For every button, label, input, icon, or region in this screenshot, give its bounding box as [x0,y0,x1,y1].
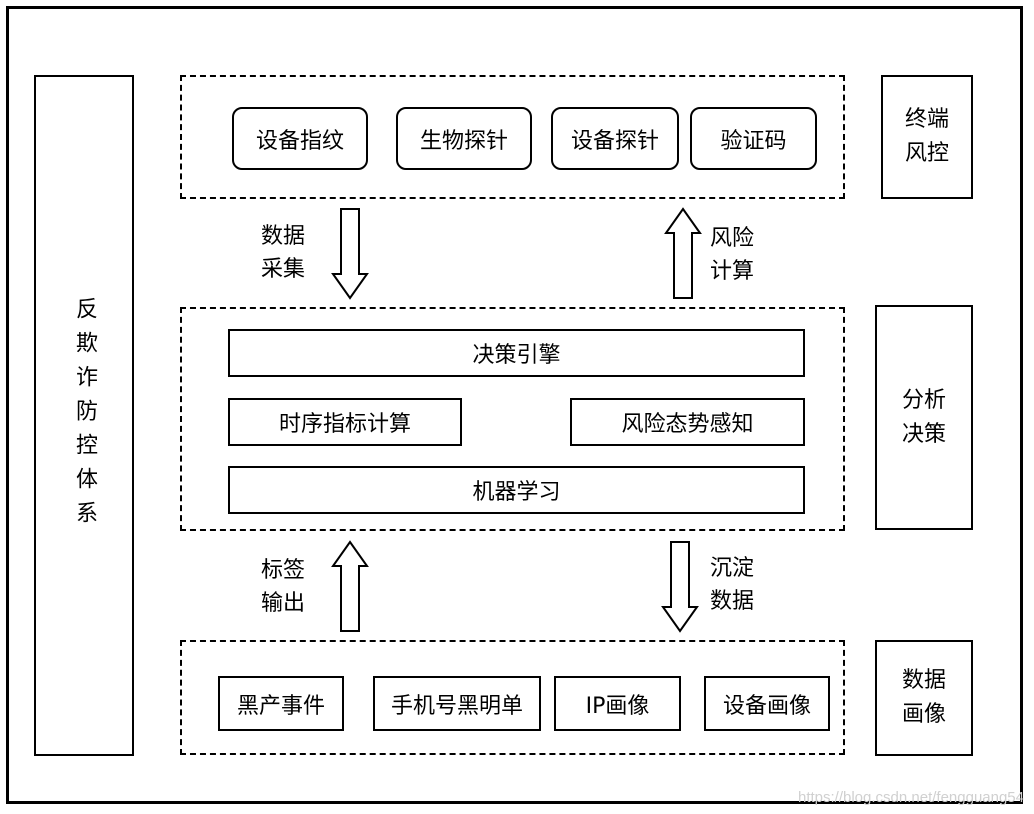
data-item-phone-blacklist: 手机号黑明单 [373,676,541,731]
terminal-item-device-probe: 设备探针 [551,107,679,170]
flow-label-data-settle: 沉淀 数据 [710,556,755,614]
down-arrow-data-collection [331,208,369,300]
risk-awareness-box: 风险态势感知 [570,398,805,446]
data-group [180,640,845,755]
data-layer-label: 数据 画像 [875,640,973,756]
data-item-black-events: 黑产事件 [218,676,344,731]
analysis-group [180,307,845,531]
terminal-layer-label: 终端 风控 [881,75,973,199]
timeseries-metric-box: 时序指标计算 [228,398,462,446]
decision-engine-box: 决策引擎 [228,329,805,377]
watermark: https://blog.csdn.net/fengguang54 [797,789,1024,806]
data-item-ip-profile: IP画像 [554,676,681,731]
data-item-device-profile: 设备画像 [704,676,830,731]
system-label: 反欺诈防控体系 [72,296,97,535]
system-label-box: 反欺诈防控体系 [34,75,134,756]
flow-label-data-collection: 数据 采集 [261,224,306,282]
terminal-item-bio-probe: 生物探针 [396,107,532,170]
analysis-layer-label: 分析 决策 [875,305,973,530]
terminal-item-captcha: 验证码 [690,107,817,170]
flow-label-label-output: 标签 输出 [261,558,306,616]
up-arrow-label-output [331,540,369,632]
terminal-group [180,75,845,199]
terminal-item-device-fingerprint: 设备指纹 [232,107,368,170]
outer-frame [6,6,1023,804]
up-arrow-risk-calc [664,207,702,299]
machine-learning-box: 机器学习 [228,466,805,514]
flow-label-risk-calc: 风险 计算 [710,226,755,284]
down-arrow-data-settle [661,541,699,633]
